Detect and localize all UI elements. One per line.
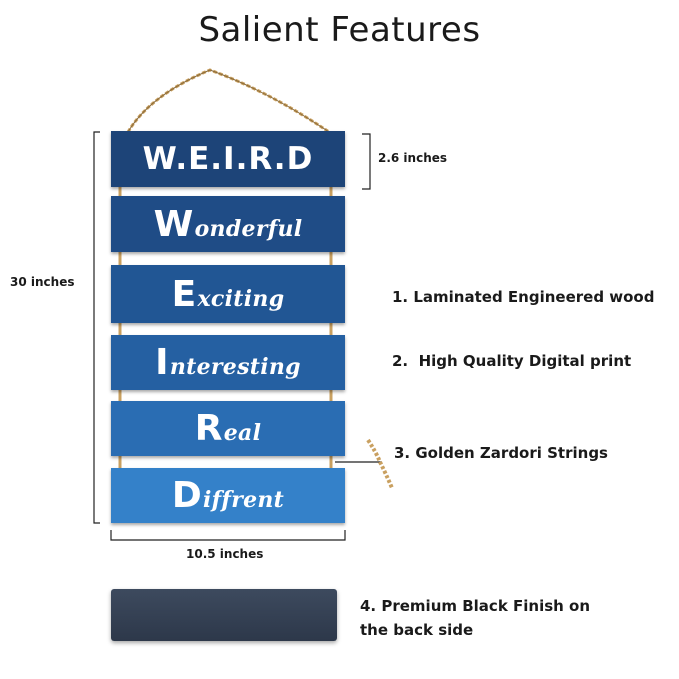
plank-wonderful-rest: onderful: [194, 215, 303, 242]
plank-height-bracket: [362, 133, 371, 190]
plank-diffrent: Diffrent: [111, 468, 345, 523]
plank-diffrent-initial: D: [171, 475, 203, 516]
page-title: Salient Features: [198, 10, 481, 50]
plank-weird-text: W.E.I.R.D: [142, 141, 314, 177]
feature-back-line2: the back side: [360, 621, 474, 639]
plank-wonderful-initial: W: [153, 203, 194, 245]
plank-real-initial: R: [194, 408, 223, 449]
plank-weird: W.E.I.R.D: [111, 131, 345, 187]
plank-exciting: Exciting: [111, 265, 345, 323]
plank-real: Real: [111, 401, 345, 456]
width-bracket: [110, 530, 346, 541]
golden-string-sample: [366, 438, 394, 489]
width-label: 10.5 inches: [186, 547, 264, 561]
plank-interesting-rest: nteresting: [169, 354, 301, 380]
feature-print: 2. High Quality Digital print: [392, 352, 632, 370]
plank-wonderful: Wonderful: [111, 196, 345, 252]
plank-real-rest: eal: [223, 420, 262, 446]
feature-strings: 3. Golden Zardori Strings: [394, 444, 608, 462]
hanging-rope: [126, 68, 330, 134]
plank-diffrent-rest: iffrent: [203, 487, 285, 513]
plank-exciting-initial: E: [171, 273, 197, 315]
back-side-board: [111, 589, 337, 641]
height-label: 30 inches: [10, 275, 75, 289]
plank-exciting-rest: xciting: [197, 285, 285, 312]
plank-interesting: Interesting: [111, 335, 345, 390]
feature-back-line1: 4. Premium Black Finish on: [360, 597, 591, 615]
plank-interesting-initial: I: [155, 342, 169, 383]
feature-wood: 1. Laminated Engineered wood: [392, 288, 655, 306]
plank-height-label: 2.6 inches: [378, 151, 448, 165]
height-bracket: [93, 131, 100, 524]
hanging-rope-shade: [127, 69, 330, 133]
